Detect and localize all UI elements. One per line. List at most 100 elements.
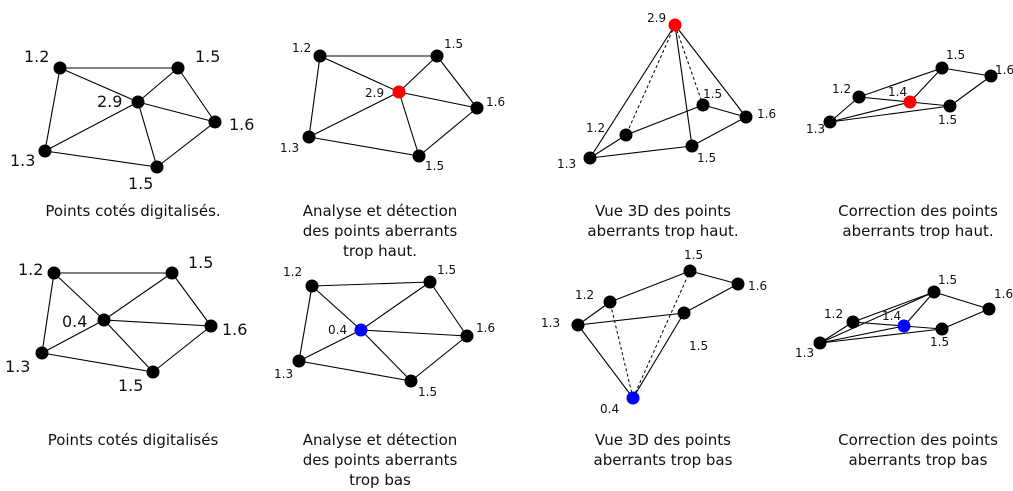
caption-line: aberrants trop bas	[593, 451, 733, 469]
outlier-high-point	[903, 95, 917, 109]
elevation-point	[739, 110, 753, 124]
elevation-label: 1.2	[18, 260, 43, 279]
elevation-label: 1.2	[292, 41, 311, 55]
caption-line: aberrants trop haut.	[842, 222, 994, 240]
elevation-point	[53, 61, 67, 75]
triangulation-edge	[398, 91, 420, 157]
elevation-label: 2.9	[365, 86, 384, 100]
triangulation-edge	[632, 312, 685, 399]
outlier-low-point	[354, 323, 368, 337]
elevation-point	[943, 99, 957, 113]
triangulation-edge	[909, 101, 951, 107]
elevation-point	[731, 277, 745, 291]
elevation-label: 1.5	[437, 263, 456, 277]
elevation-label: 1.6	[757, 107, 776, 121]
elevation-point	[204, 319, 218, 333]
triangulation-edge	[311, 281, 431, 287]
triangulation-edge	[41, 319, 105, 354]
elevation-label: 1.5	[938, 273, 957, 287]
caption-line: des points aberrants	[302, 222, 458, 240]
elevation-label: 2.9	[647, 11, 666, 25]
elevation-label: 1.4	[882, 309, 901, 323]
elevation-label: 1.3	[10, 151, 35, 170]
elevation-point	[846, 315, 860, 329]
elevation-label: 1.3	[541, 316, 560, 330]
elevation-point	[677, 306, 691, 320]
triangulation-edge	[702, 104, 747, 118]
triangulation-edge	[398, 91, 478, 109]
elevation-label: 1.5	[703, 87, 722, 101]
elevation-point	[935, 61, 949, 75]
caption-line: Vue 3D des points	[594, 202, 731, 220]
elevation-label: 0.4	[62, 312, 87, 331]
triangulation-edge	[44, 150, 158, 168]
elevation-point	[292, 354, 306, 368]
triangulation-edge	[319, 55, 400, 93]
elevation-label: 1.5	[684, 248, 703, 262]
triangulation-edge	[829, 105, 951, 123]
panel-view3d-low: 1.51.21.61.31.50.4	[541, 248, 767, 416]
caption-line: aberrants trop haut.	[587, 222, 739, 240]
panel-caption: Vue 3D des points aberrants trop haut.	[563, 201, 763, 241]
elevation-label: 1.2	[824, 307, 843, 321]
elevation-point	[47, 266, 61, 280]
outlier-high-point	[392, 85, 406, 99]
elevation-point	[165, 266, 179, 280]
elevation-point	[430, 49, 444, 63]
triangulation-edge	[308, 55, 321, 138]
triangulation-edge	[298, 360, 412, 382]
elevation-point	[685, 139, 699, 153]
triangulation-edge	[103, 319, 154, 373]
triangulation-edge	[152, 325, 212, 373]
elevation-point	[35, 346, 49, 360]
caption-line: Analyse et détection	[302, 431, 458, 449]
triangulation-edge	[691, 116, 747, 147]
elevation-point	[171, 61, 185, 75]
triangulation-edge	[609, 270, 691, 303]
elevation-point	[305, 279, 319, 293]
elevation-label: 1.5	[195, 47, 220, 66]
triangulation-edge	[858, 67, 943, 98]
elevation-label: 1.3	[795, 346, 814, 360]
elevation-label: 1.2	[832, 82, 851, 96]
triangulation-edge	[949, 75, 992, 107]
triangulation-edge	[577, 301, 611, 326]
triangulation-edge	[436, 55, 478, 109]
elevation-label: 1.5	[444, 37, 463, 51]
elevation-point	[696, 98, 710, 112]
triangulation-edge	[819, 291, 935, 344]
elevation-label: 1.3	[806, 122, 825, 136]
caption-line: trop bas	[349, 471, 411, 489]
hidden-edge	[632, 270, 691, 399]
elevation-point	[813, 336, 827, 350]
elevation-point	[131, 95, 145, 109]
triangulation-edge	[308, 91, 400, 138]
hidden-edge	[674, 24, 704, 106]
triangulation-edge	[674, 24, 693, 147]
triangulation-edge	[53, 272, 105, 321]
triangulation-edge	[298, 329, 362, 362]
triangulation-edge	[44, 67, 61, 152]
caption-line: aberrants trop bas	[848, 451, 988, 469]
elevation-point	[38, 144, 52, 158]
elevation-label: 1.5	[946, 48, 965, 62]
triangulation-edge	[941, 67, 992, 77]
elevation-label: 1.6	[995, 63, 1013, 77]
triangulation-edge	[360, 329, 468, 337]
triangulation-edge	[59, 67, 139, 103]
triangulation-edge	[103, 272, 173, 321]
elevation-point	[460, 329, 474, 343]
outlier-low-point	[626, 391, 640, 405]
elevation-label: 1.6	[748, 279, 767, 293]
elevation-point	[603, 295, 617, 309]
elevation-label: 2.9	[97, 92, 122, 111]
elevation-label: 1.3	[5, 357, 30, 376]
triangulation-edge	[577, 324, 634, 399]
